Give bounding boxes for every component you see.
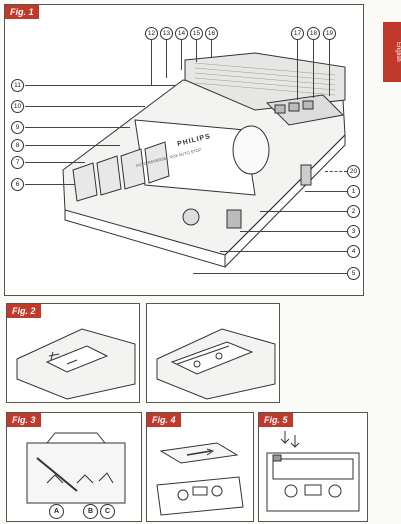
callout-14: 14 — [175, 27, 188, 40]
figure-4-panel: Fig. 4 — [146, 412, 254, 522]
figure-1-label: Fig. 1 — [5, 5, 39, 19]
callout-7: 7 — [11, 156, 24, 169]
cassette-door-open-illustration — [16, 328, 136, 400]
callout-19: 19 — [323, 27, 336, 40]
callout-4: 4 — [347, 245, 360, 258]
callout-13: 13 — [160, 27, 173, 40]
tape-head-cleaning-illustration — [26, 432, 126, 504]
callout-8: 8 — [11, 139, 24, 152]
callout-20: 20 — [347, 165, 360, 178]
erase-protection-tab-illustration — [266, 431, 360, 512]
figure-5-panel: Fig. 5 — [258, 412, 368, 522]
callout-12: 12 — [145, 27, 158, 40]
language-side-tab: English — [383, 22, 401, 82]
callout-16: 16 — [205, 27, 218, 40]
marker-c: C — [100, 504, 115, 519]
callout-15: 15 — [190, 27, 203, 40]
marker-b: B — [83, 504, 98, 519]
figure-3-label: Fig. 3 — [7, 413, 41, 427]
marker-a: A — [49, 504, 64, 519]
callout-17: 17 — [291, 27, 304, 40]
callout-5: 5 — [347, 267, 360, 280]
figure-2-panel: Fig. 2 — [6, 303, 140, 403]
cassette-recorder-illustration — [62, 52, 346, 268]
cassette-flip-illustration — [156, 442, 244, 516]
callout-11: 11 — [11, 79, 24, 92]
callout-1: 1 — [347, 185, 360, 198]
callout-9: 9 — [11, 121, 24, 134]
figure-2b-panel — [146, 303, 280, 403]
callout-18: 18 — [307, 27, 320, 40]
figure-5-label: Fig. 5 — [259, 413, 293, 427]
callout-10: 10 — [11, 100, 24, 113]
callout-2: 2 — [347, 205, 360, 218]
figure-1-panel: Fig. 1 — [4, 4, 364, 296]
figure-3-panel: Fig. 3 A B C — [6, 412, 142, 522]
figure-2-label: Fig. 2 — [7, 304, 41, 318]
cassette-inserted-illustration — [156, 328, 276, 400]
callout-6: 6 — [11, 178, 24, 191]
callout-3: 3 — [347, 225, 360, 238]
figure-4-label: Fig. 4 — [147, 413, 181, 427]
